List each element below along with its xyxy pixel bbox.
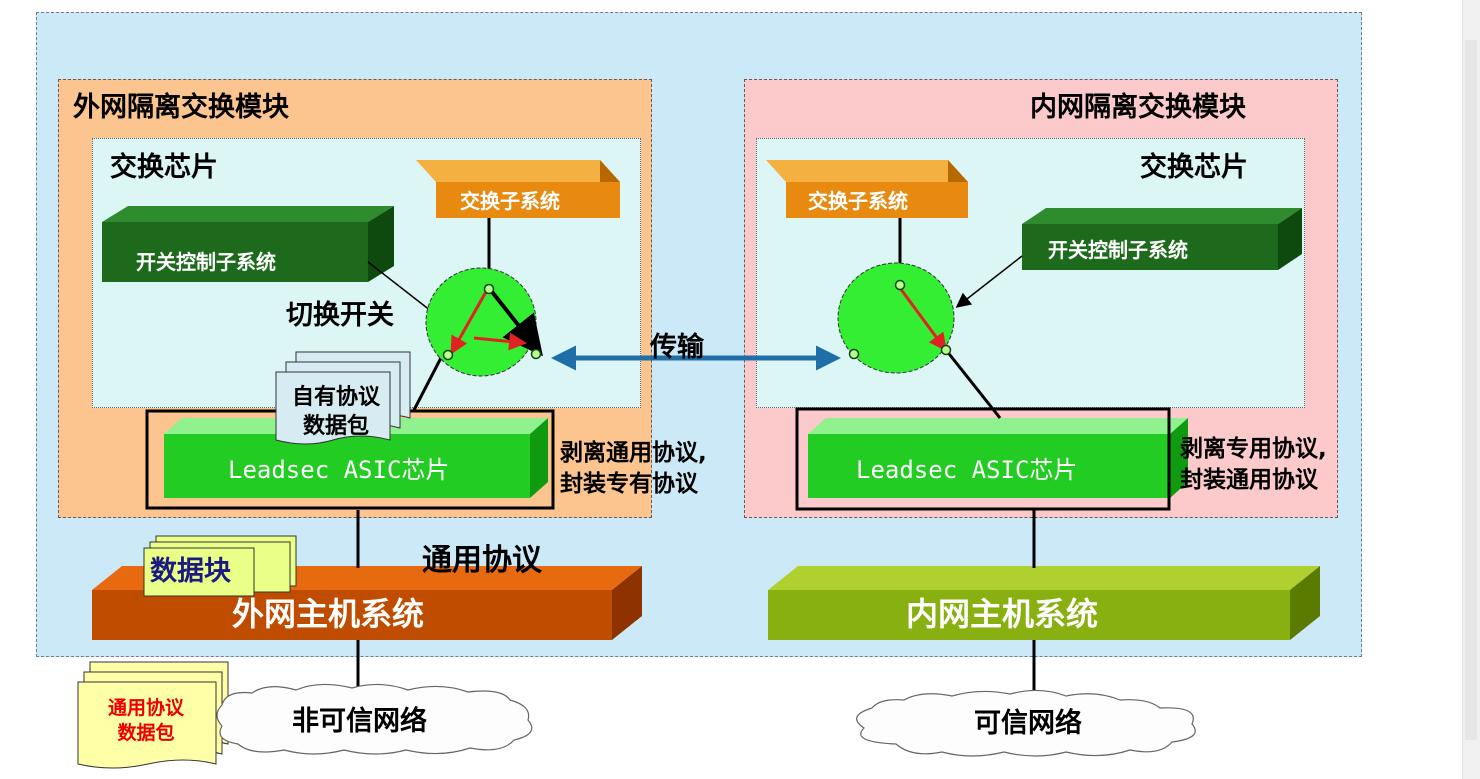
internal-switch-left-node — [848, 348, 860, 360]
data-block-stack — [143, 535, 297, 597]
proprietary-packet-label: 自有协议 数据包 — [288, 384, 384, 441]
internal-asic-chip — [808, 418, 1188, 498]
external-asic-label: Leadsec ASIC芯片 — [228, 456, 450, 484]
external-host-label: 外网主机系统 — [232, 595, 425, 633]
internal-switch-control-label: 开关控制子系统 — [1048, 238, 1188, 262]
external-switch-red-right-arrow — [473, 332, 527, 351]
external-switch-circle — [425, 267, 537, 377]
external-switch-control-label: 开关控制子系统 — [136, 250, 276, 274]
internal-exchange-subsystem-box — [766, 160, 968, 218]
external-exchange-subsystem-label: 交换子系统 — [460, 189, 560, 213]
internal-host-label: 内网主机系统 — [906, 595, 1099, 633]
internal-switch-red-arrow — [898, 287, 947, 352]
general-packet-label-line1: 通用协议 — [107, 697, 184, 719]
internal-asic-label: Leadsec ASIC芯片 — [856, 456, 1078, 484]
external-asic-note: 剥离通用协议, 封装专有协议 — [560, 438, 707, 500]
proprietary-packet-label-line2: 数据包 — [302, 413, 369, 439]
internal-exchange-subsystem-label: 交换子系统 — [808, 189, 908, 213]
general-packet-doc-stack — [77, 661, 229, 769]
internal-asic-note-line2: 封装通用协议 — [1180, 467, 1318, 494]
internal-control-to-switch-line — [955, 255, 1023, 308]
external-exchange-subsystem-box — [416, 160, 620, 218]
general-protocol-label: 通用协议 — [422, 543, 542, 578]
internal-host-system-box — [768, 566, 1320, 640]
external-chip-title: 交换芯片 — [110, 152, 218, 183]
internal-switch-right-node — [940, 344, 952, 356]
data-block-label: 数据块 — [150, 556, 231, 587]
proprietary-packet-label-line1: 自有协议 — [291, 385, 380, 410]
external-switch-top-node — [483, 283, 495, 295]
external-switch-to-asic-line — [412, 351, 446, 411]
trusted-network-cloud — [856, 689, 1196, 757]
external-asic-note-line2: 封装专有协议 — [560, 471, 698, 498]
external-switch-control-box — [102, 206, 394, 282]
internal-asic-highlight-frame — [795, 407, 1171, 511]
trusted-network-label: 可信网络 — [974, 708, 1082, 739]
proprietary-packet-doc-stack — [275, 351, 411, 445]
switch-label: 切换开关 — [286, 300, 394, 331]
internal-switch-to-asic-line — [944, 349, 1002, 419]
external-switch-right-node — [530, 348, 542, 360]
external-switch-pointer — [487, 286, 543, 357]
internal-switch-top-node — [894, 279, 906, 291]
internal-switch-control-box — [1022, 208, 1302, 270]
external-asic-note-line1: 剥离通用协议, — [560, 440, 707, 466]
external-switch-red-down-arrow — [450, 289, 489, 355]
transfer-label: 传输 — [650, 332, 704, 363]
external-switch-left-node — [442, 349, 454, 361]
internal-asic-note: 剥离专用协议, 封装通用协议 — [1180, 434, 1327, 496]
general-packet-label-line2: 数据包 — [117, 721, 175, 744]
external-module-title: 外网隔离交换模块 — [73, 92, 289, 123]
general-packet-label: 通用协议 数据包 — [90, 696, 202, 745]
untrusted-network-cloud — [216, 683, 533, 755]
internal-asic-note-line1: 剥离专用协议, — [1180, 436, 1327, 462]
untrusted-network-label: 非可信网络 — [292, 706, 427, 737]
internal-switch-circle — [837, 262, 955, 374]
scrollbar-thumb[interactable] — [1465, 40, 1477, 740]
internal-module-title: 内网隔离交换模块 — [1030, 92, 1246, 123]
internal-chip-title: 交换芯片 — [1140, 152, 1248, 183]
external-host-system-box — [92, 566, 642, 640]
